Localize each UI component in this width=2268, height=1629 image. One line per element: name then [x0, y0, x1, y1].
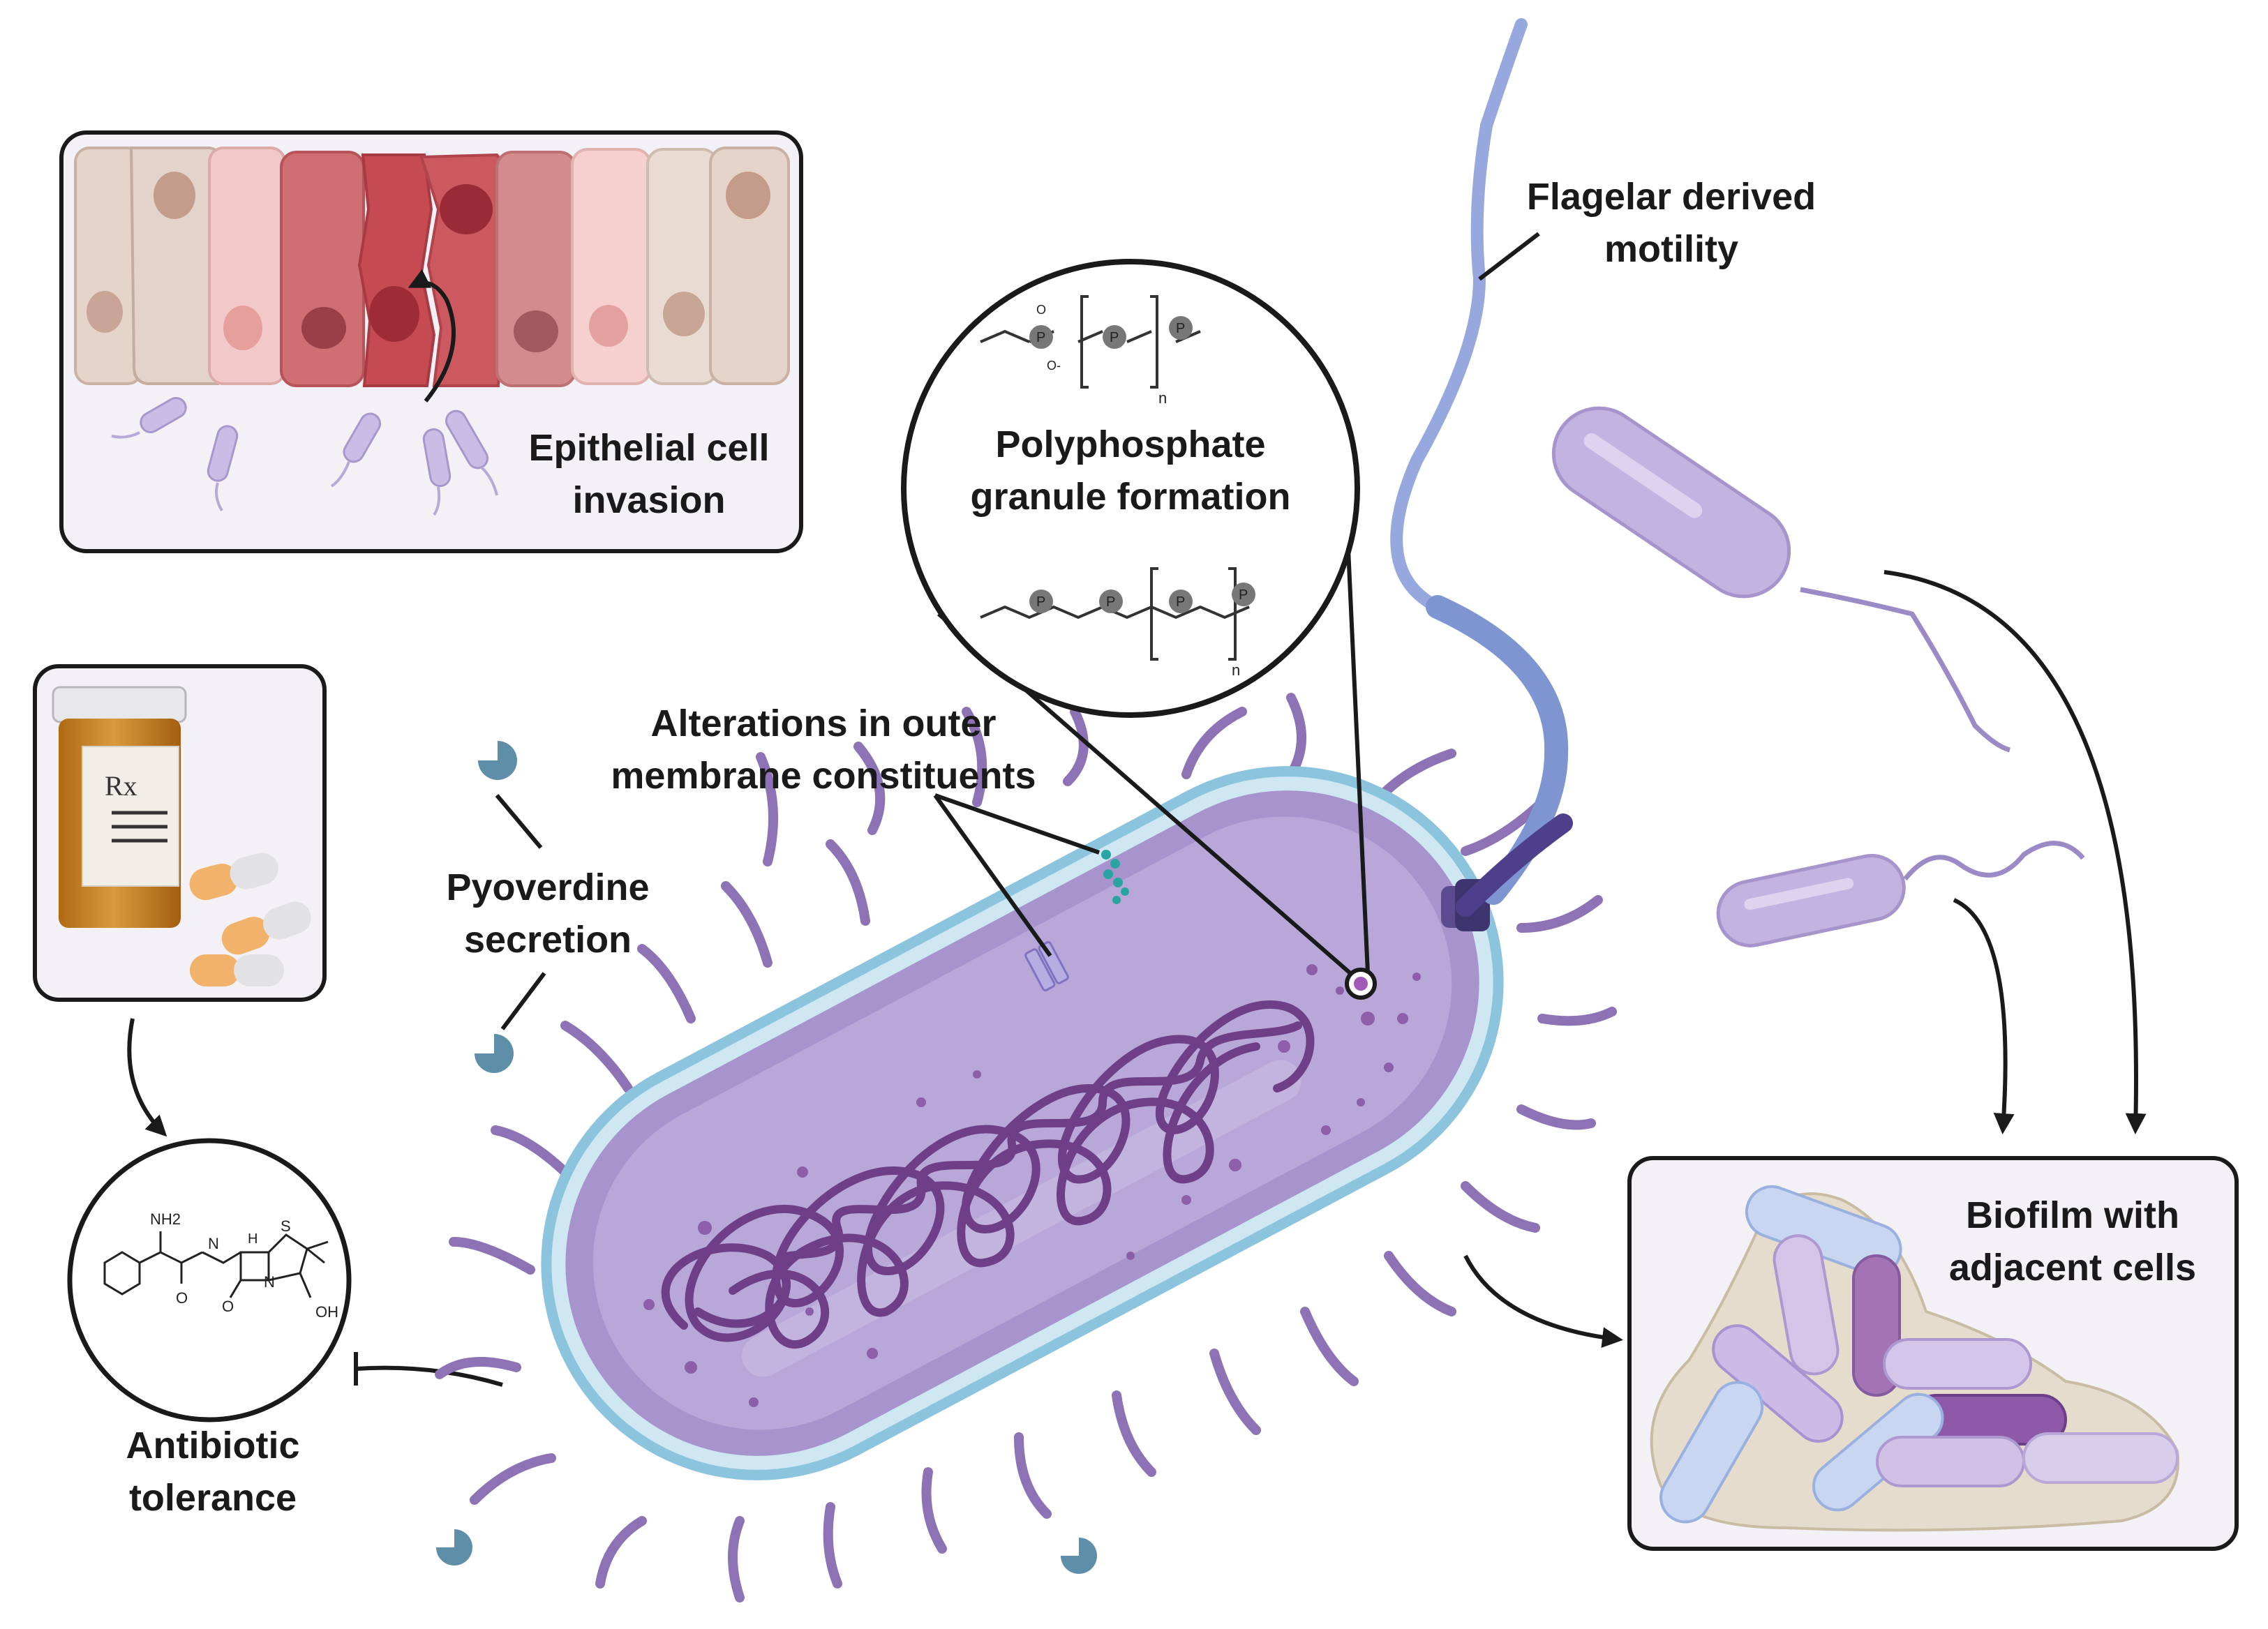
chem-n-top: n [1158, 389, 1167, 407]
outer-membrane-label-line2: membrane constituents [611, 755, 1036, 797]
chem-amide-n: N [208, 1235, 219, 1252]
biofilm-arrow-3 [1463, 1254, 1623, 1349]
chem-o-top: O [1036, 303, 1046, 317]
rx-symbol: Rx [105, 770, 137, 802]
chem-o-anion: O- [1047, 359, 1061, 373]
swimming-bacterium-large [1551, 406, 2011, 753]
epithelial-panel: Epithelial cell invasion [59, 130, 803, 553]
antibiotic-label-line1: Antibiotic [126, 1425, 300, 1466]
biofilm-arrow-1 [1883, 570, 2147, 1134]
dna-coil [661, 1000, 1315, 1349]
antibiotic-label-line2: tolerance [129, 1477, 297, 1519]
chem-p-5: P [1106, 594, 1115, 610]
biofilm-label-line1: Biofilm with [1966, 1194, 2179, 1236]
antibiotic-panel: Rx [33, 664, 327, 1002]
chem-p-4: P [1036, 594, 1045, 610]
chem-ring-n: N [264, 1273, 275, 1291]
epithelial-label-line2: invasion [572, 479, 725, 521]
epithelial-label-line1: Epithelial cell [528, 427, 769, 469]
chem-amide-h: H [248, 1231, 258, 1247]
inhibition-line [355, 1365, 503, 1387]
biofilm-panel: Biofilm with adjacent cells [1627, 1156, 2239, 1551]
cytoplasm-granules [643, 964, 1421, 1407]
biofilm-label-line2: adjacent cells [1949, 1247, 2196, 1289]
chem-p-3: P [1176, 321, 1185, 336]
pyoverdine-siderophore-icons [436, 741, 1097, 1574]
biofilm-arrow-2 [1953, 898, 2015, 1134]
swimming-bacterium-small [1716, 841, 2085, 947]
invading-bacteria [111, 397, 498, 516]
polyphosphate-label-line1: Polyphosphate [995, 423, 1265, 465]
capsule-icon [189, 853, 311, 986]
chem-n-bottom: n [1232, 661, 1240, 679]
invasion-arrow [408, 269, 456, 403]
epithelial-cells [74, 147, 790, 387]
pill-bottle-icon: Rx [52, 686, 187, 928]
lps-molecule [1101, 850, 1129, 904]
biofilm-cluster-icon [1659, 1185, 2179, 1524]
pyoverdine-label-line1: Pyoverdine [446, 866, 649, 908]
chem-p-1: P [1036, 330, 1045, 345]
antibiotic-arrow [127, 1018, 167, 1137]
pyoverdine-label-line2: secretion [464, 919, 632, 961]
chem-oxygen-lactam: O [222, 1298, 234, 1315]
chem-carboxyl: OH [315, 1303, 338, 1321]
flagellar-label-line1: Flagelar derived [1527, 176, 1816, 218]
chem-oxygen-amide: O [176, 1289, 188, 1307]
chem-p-6: P [1176, 594, 1185, 610]
bacterium-icon [435, 693, 1617, 1602]
penicillin-structure-icon: NH2 N H N S OH O O [67, 1138, 352, 1422]
chem-p-2: P [1110, 330, 1119, 345]
chem-sulfur: S [281, 1217, 291, 1235]
outer-membrane-label-line1: Alterations in outer [650, 703, 996, 744]
polyphosphate-label-line2: granule formation [970, 476, 1290, 518]
chem-nh2: NH2 [150, 1210, 181, 1228]
chem-p-7: P [1239, 587, 1248, 603]
flagellar-label-line2: motility [1604, 228, 1738, 270]
polyphosphate-magnifier: P P P n n O O- P P P P Polyphosphate gra… [901, 259, 1360, 718]
